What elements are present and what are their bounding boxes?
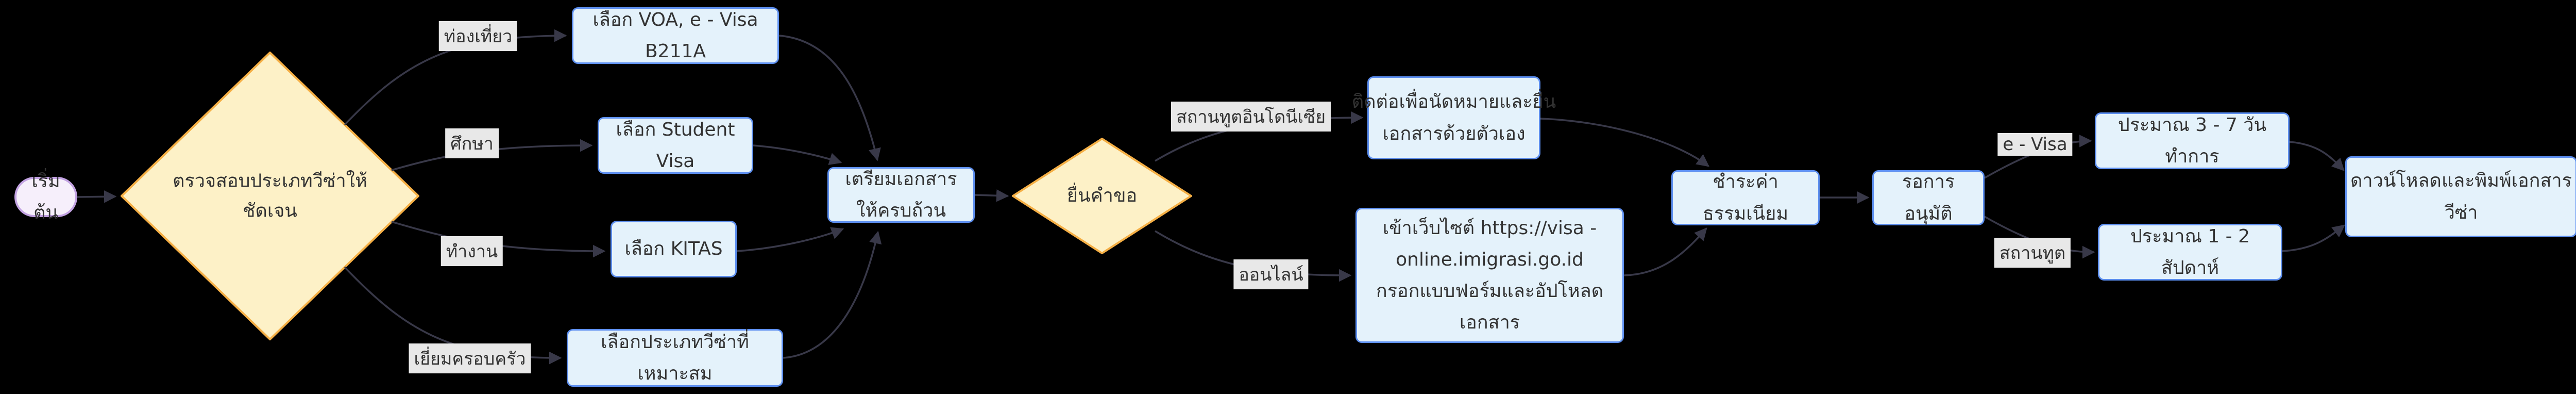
node-embassy-visit-label: ติดต่อเพื่อนัดหมายและยื่น เอกสารด้วยตัวเ… — [1351, 91, 1556, 144]
node-submit-label: ยื่นคำขอ — [1066, 185, 1138, 207]
node-voa-label: เลือก VOA, e - Visa B211A — [592, 9, 758, 62]
edge-prepare-submit — [974, 189, 1009, 202]
node-kitas: เลือก KITAS — [611, 221, 737, 277]
node-suitable-label: เลือกประเภทวีซ่าที่เหมาะสม — [601, 331, 749, 384]
edge-label-evisa: e - Visa — [1997, 133, 2073, 156]
edge-student-prepare — [753, 144, 842, 165]
node-pay-fee: ชำระค่าธรรมเนียม — [1671, 170, 1820, 225]
node-check-label: ตรวจสอบประเภทวีซ่าให้ ชัดเจน — [173, 170, 367, 221]
node-evisa-time: ประมาณ 3 - 7 วันทำการ — [2095, 112, 2290, 169]
edge-label-embassy: สถานทูตอินโดนีเซีย — [1171, 102, 1331, 132]
node-embassy-time-label: ประมาณ 1 - 2 สัปดาห์ — [2130, 225, 2250, 278]
edge-label-study: ศึกษา — [445, 128, 499, 158]
edge-suitable-prepare — [783, 231, 882, 359]
node-online-site-label: เข้าเว็บไซต์ https://visa - online.imigr… — [1376, 217, 1604, 334]
node-voa: เลือก VOA, e - Visa B211A — [572, 7, 779, 64]
node-start: เริ่มต้น — [14, 171, 77, 223]
edge-label-work: ทำงาน — [440, 236, 503, 266]
edge-embassy-visit-fee — [1540, 118, 1709, 167]
decision-submit-application — [1012, 138, 1192, 254]
node-wait-approval-label: รอการอนุมัติ — [1902, 171, 1955, 224]
node-suitable: เลือกประเภทวีซ่าที่เหมาะสม — [567, 329, 783, 387]
node-start-label: เริ่มต้น — [31, 170, 60, 223]
node-wait-approval: รอการอนุมัติ — [1872, 170, 1985, 225]
node-pay-fee-label: ชำระค่าธรรมเนียม — [1702, 171, 1789, 224]
edge-label-tourism: ท่องเที่ยว — [438, 21, 518, 51]
node-evisa-time-label: ประมาณ 3 - 7 วันทำการ — [2117, 114, 2267, 167]
node-student-label: เลือก Student Visa — [616, 119, 735, 172]
node-download: ดาวน์โหลดและพิมพ์เอกสาร วีซ่า — [2345, 156, 2576, 237]
edge-start-check — [77, 190, 117, 203]
node-download-label: ดาวน์โหลดและพิมพ์เอกสาร วีซ่า — [2350, 170, 2572, 223]
node-embassy-time: ประมาณ 1 - 2 สัปดาห์ — [2098, 224, 2282, 281]
edge-check-voa — [344, 29, 567, 126]
node-prepare-label: เตรียมเอกสารให้ครบถ้วน — [845, 168, 957, 221]
edge-kitas-prepare — [736, 227, 844, 252]
node-online-site: เข้าเว็บไซต์ https://visa - online.imigr… — [1355, 208, 1624, 343]
node-embassy-visit: ติดต่อเพื่อนัดหมายและยื่น เอกสารด้วยตัวเ… — [1352, 76, 1556, 159]
node-prepare: เตรียมเอกสารให้ครบถ้วน — [827, 167, 975, 223]
edge-online-site-fee — [1623, 227, 1707, 276]
edge-voa-prepare — [778, 35, 881, 161]
edge-embassy-time-download — [2282, 224, 2345, 252]
node-student: เลือก Student Visa — [598, 117, 753, 174]
edge-label-online: ออนไลน์ — [1233, 259, 1309, 289]
node-kitas-label: เลือก KITAS — [624, 238, 723, 260]
edge-label-family: เยี่ยมครอบครัว — [409, 343, 531, 373]
edge-evisa-time-download — [2289, 141, 2345, 171]
edge-label-embassy2: สถานทูต — [1994, 238, 2071, 268]
